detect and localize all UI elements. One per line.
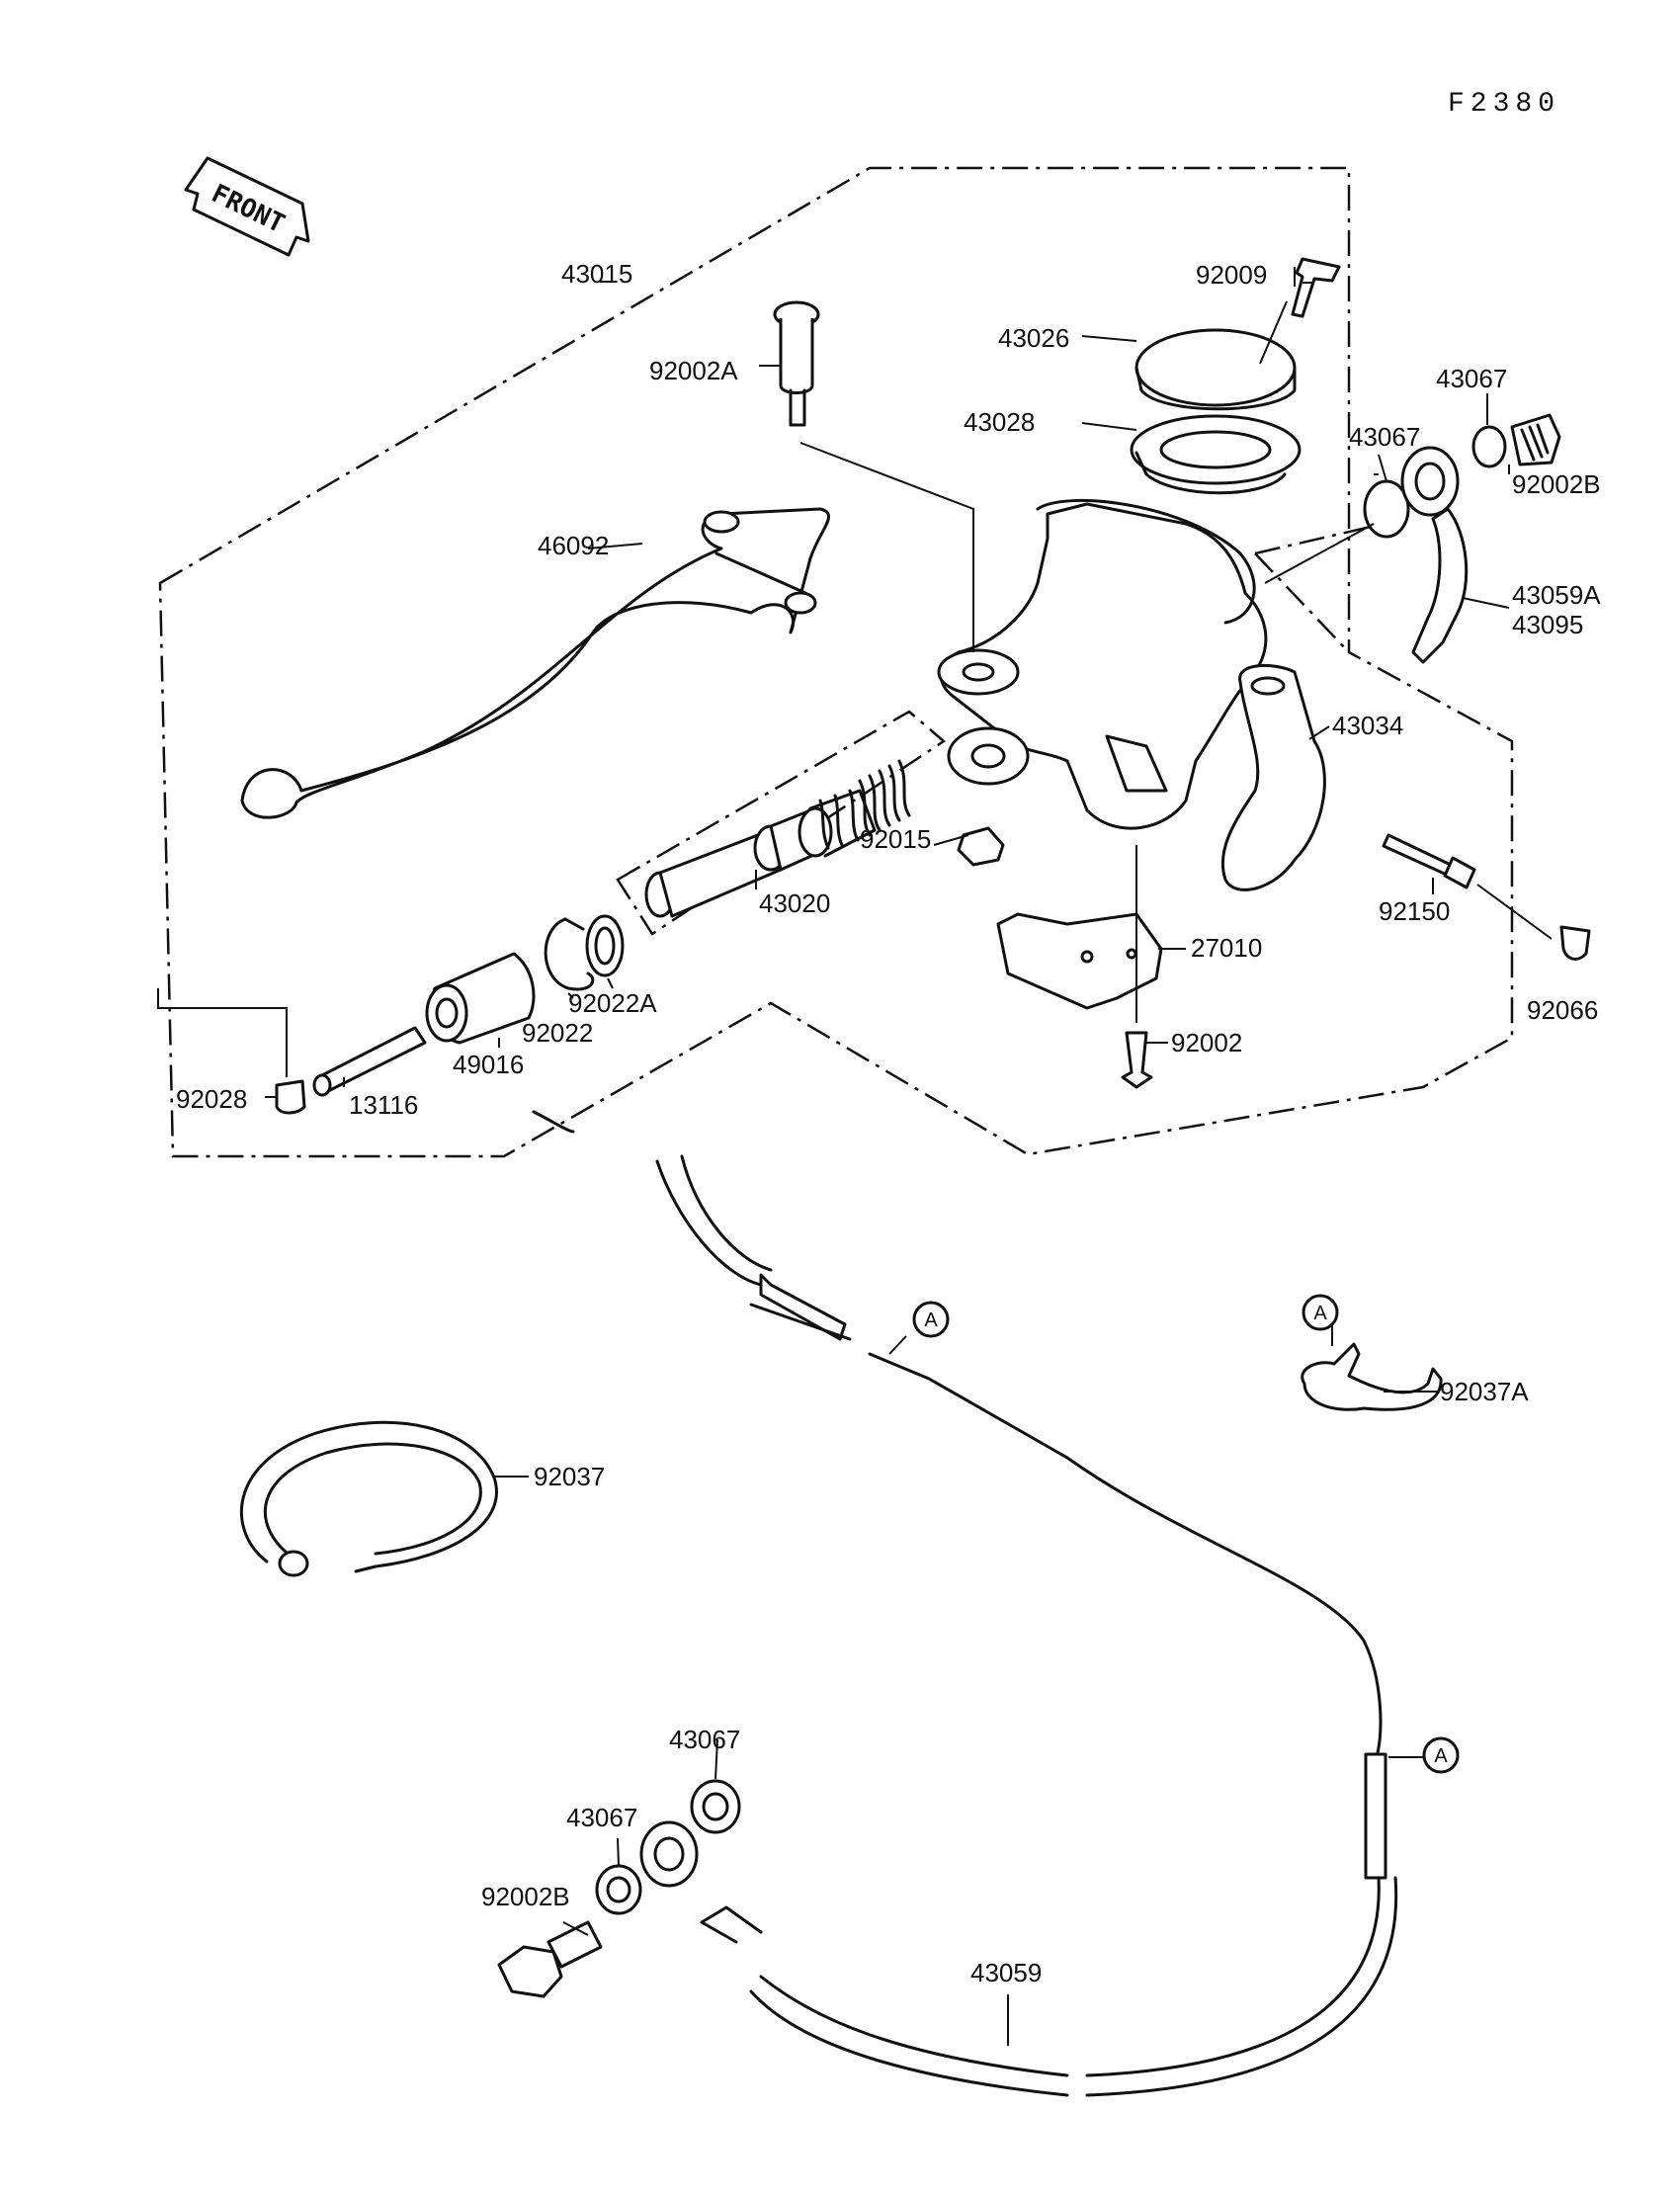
part-label-43067-side: 43067 — [1349, 422, 1420, 452]
switch-screw — [1121, 1031, 1153, 1089]
bolt-cap — [1559, 925, 1591, 961]
master-cylinder-body — [937, 499, 1268, 830]
sub-boundary — [1254, 522, 1385, 653]
part-label-92037: 92037 — [534, 1462, 605, 1491]
ref-marker-a-1: A — [912, 1301, 950, 1338]
part-label-43020: 43020 — [759, 888, 830, 918]
hose-clamp-large — [239, 1420, 498, 1577]
ref-marker-a-1-label: A — [924, 1310, 938, 1331]
part-label-92002b-top: 92002B — [1512, 469, 1601, 499]
part-label-43067-lower-2: 43067 — [566, 1803, 637, 1832]
cap-screw — [1291, 257, 1341, 318]
piston-kit-box — [616, 710, 947, 936]
ref-marker-a-3-label: A — [1434, 1745, 1448, 1767]
part-label-92037a: 92037A — [1440, 1377, 1529, 1406]
part-label-92028: 92028 — [176, 1084, 247, 1114]
part-label-92015: 92015 — [860, 824, 931, 854]
part-label-92002: 92002 — [1171, 1028, 1242, 1057]
dust-boot — [425, 952, 536, 1045]
part-label-43095: 43095 — [1512, 610, 1583, 639]
hose-clamp-small — [1301, 1342, 1443, 1411]
part-label-92066: 92066 — [1527, 995, 1598, 1025]
piston-assembly — [644, 759, 911, 918]
part-label-43059a: 43059A — [1512, 580, 1601, 610]
part-label-43015: 43015 — [561, 259, 632, 289]
part-label-46092: 46092 — [538, 531, 609, 560]
lower-banjo-assembly — [497, 1779, 741, 1998]
part-label-27010: 27010 — [1191, 933, 1262, 963]
front-label: FRONT — [207, 179, 290, 239]
part-label-92002b-bottom: 92002B — [481, 1882, 570, 1911]
rod-cap — [275, 1079, 306, 1115]
part-label-13116: 13116 — [349, 1090, 418, 1120]
reservoir-cap — [1130, 328, 1302, 495]
part-label-92022: 92022 — [522, 1018, 593, 1048]
clamp-bolt — [1382, 833, 1476, 889]
part-label-49016: 49016 — [453, 1050, 524, 1079]
part-label-92009: 92009 — [1196, 260, 1267, 290]
front-arrow-icon: FRONT — [184, 156, 310, 257]
leader-lines — [157, 267, 1553, 2046]
assembly-boundary — [158, 166, 1514, 1158]
clutch-lever — [240, 507, 831, 819]
part-label-43067-lower-1: 43067 — [669, 1725, 740, 1754]
part-label-92002a: 92002A — [649, 356, 738, 385]
handlebar-clamp — [1220, 663, 1326, 891]
push-rod — [312, 1026, 427, 1097]
pivot-bolt — [773, 300, 820, 427]
part-label-92022a: 92022A — [568, 988, 657, 1018]
figure-code: F2380 — [1448, 89, 1560, 120]
pivot-nut — [957, 826, 1005, 867]
part-label-43028: 43028 — [964, 407, 1035, 437]
part-label-43067-top: 43067 — [1436, 364, 1507, 393]
part-label-92150: 92150 — [1379, 896, 1450, 926]
ref-marker-a-2: A — [1302, 1294, 1339, 1331]
ref-marker-a-2-label: A — [1313, 1303, 1327, 1324]
part-label-43026: 43026 — [998, 323, 1069, 353]
part-label-43034: 43034 — [1332, 711, 1403, 740]
circlip — [544, 914, 625, 991]
ref-marker-a-3: A — [1422, 1736, 1460, 1774]
lower-clutch-line — [532, 1110, 1398, 2097]
part-label-43059: 43059 — [970, 1958, 1042, 1987]
